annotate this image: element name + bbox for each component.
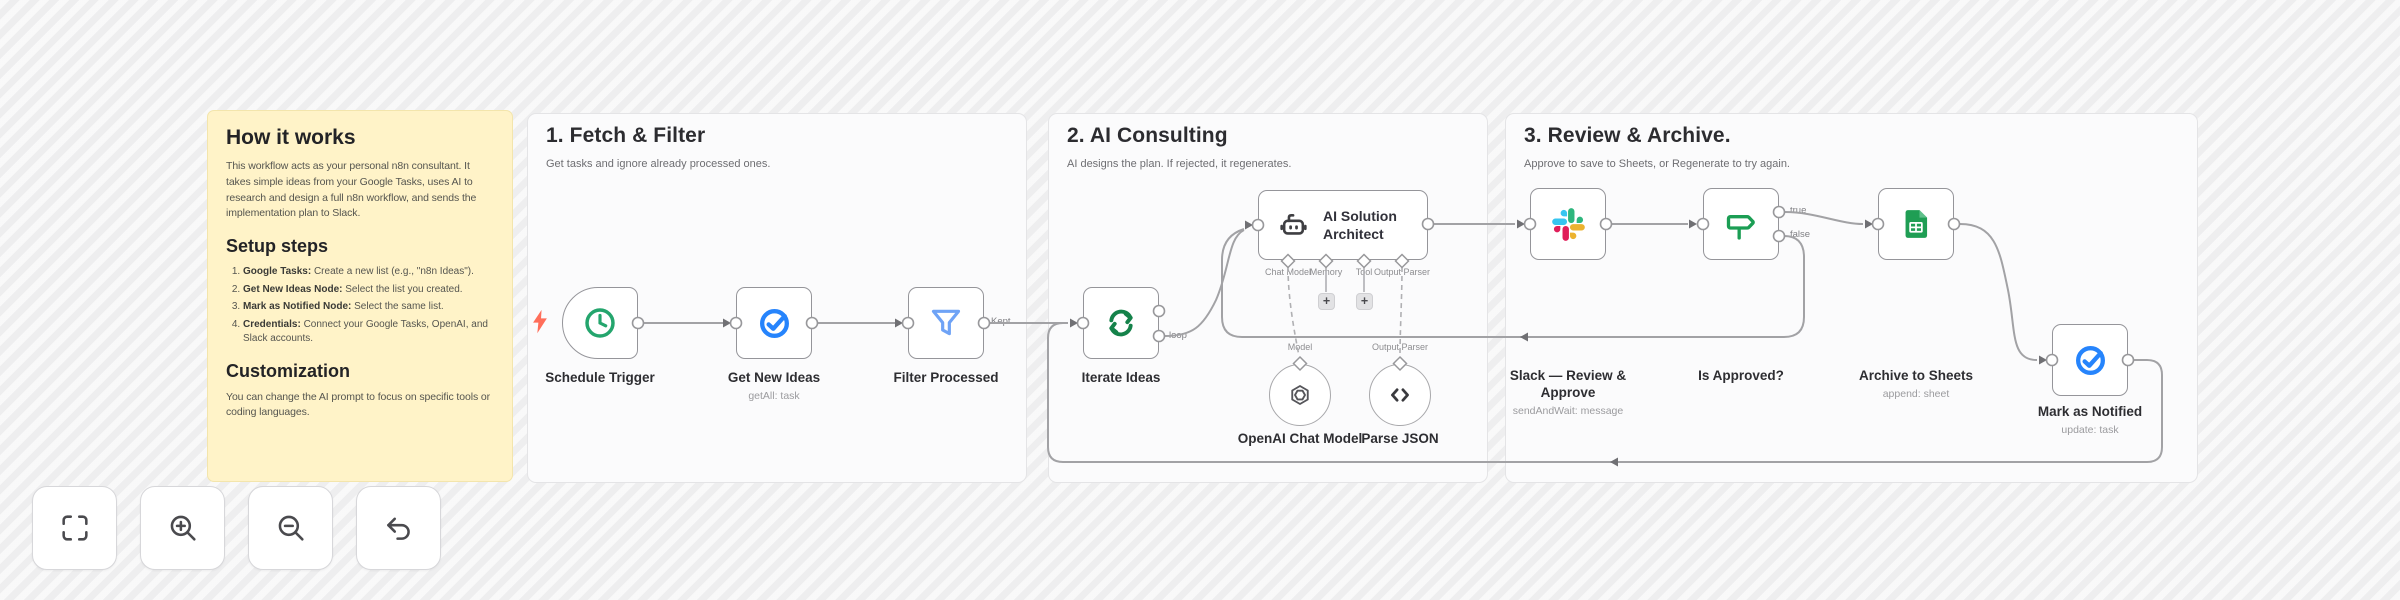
google-sheets-icon bbox=[1905, 210, 1928, 238]
edge-label-true: true bbox=[1790, 205, 1807, 216]
google-tasks-icon bbox=[2075, 345, 2105, 375]
sticky-title: How it works bbox=[226, 126, 356, 149]
setup-steps-list: Google Tasks: Create a new list (e.g., "… bbox=[226, 265, 494, 347]
sticky-how-body: This workflow acts as your personal n8n … bbox=[226, 160, 477, 220]
zoom-in-button[interactable] bbox=[140, 486, 225, 570]
node-label-parse-json: Parse JSON bbox=[1361, 431, 1439, 446]
node-label-filter-processed: Filter Processed bbox=[893, 370, 999, 385]
code-brackets-icon bbox=[1391, 388, 1409, 402]
add-tool-button[interactable]: + bbox=[1356, 293, 1373, 310]
reset-zoom-button[interactable] bbox=[356, 486, 441, 570]
loop-icon bbox=[1109, 309, 1133, 337]
fit-view-button[interactable] bbox=[32, 486, 117, 570]
google-tasks-icon bbox=[759, 308, 789, 338]
filter-icon bbox=[931, 309, 961, 336]
add-memory-button[interactable]: + bbox=[1318, 293, 1335, 310]
clock-icon bbox=[585, 308, 615, 338]
node-archive-to-sheets[interactable] bbox=[1878, 188, 1954, 260]
openai-icon bbox=[1291, 385, 1309, 405]
node-label-is-approved: Is Approved? bbox=[1698, 368, 1784, 383]
setup-step: Google Tasks: Create a new list (e.g., "… bbox=[243, 265, 494, 280]
slack-icon bbox=[1551, 207, 1585, 241]
robot-icon bbox=[1280, 213, 1307, 235]
section-title: 2. AI Consulting bbox=[1067, 124, 1228, 147]
node-parse-json[interactable] bbox=[1369, 364, 1431, 426]
edge-label-loop: loop bbox=[1169, 330, 1187, 341]
signpost-icon bbox=[1726, 215, 1755, 240]
sticky-custom-body: You can change the AI prompt to focus on… bbox=[226, 390, 491, 419]
port-label-output-parser-sub: Output Parser bbox=[1371, 342, 1429, 352]
edge-label-kept: Kept bbox=[991, 316, 1011, 327]
port-label-model: Model bbox=[1287, 342, 1313, 352]
undo-icon bbox=[386, 517, 410, 540]
node-ai-solution-architect[interactable]: AI Solution Architect bbox=[1258, 190, 1428, 260]
zoom-out-icon bbox=[278, 515, 304, 541]
zoom-out-button[interactable] bbox=[248, 486, 333, 570]
section-title: 1. Fetch & Filter bbox=[546, 124, 706, 147]
setup-step: Credentials: Connect your Google Tasks, … bbox=[243, 318, 494, 347]
node-get-new-ideas[interactable] bbox=[736, 287, 812, 359]
section-subtitle: Approve to save to Sheets, or Regenerate… bbox=[1524, 158, 1790, 170]
sticky-setup-title: Setup steps bbox=[226, 236, 329, 256]
node-slack-review-approve[interactable] bbox=[1530, 188, 1606, 260]
zoom-in-icon bbox=[170, 515, 196, 541]
node-openai-chat-model[interactable] bbox=[1269, 364, 1331, 426]
port-label-output-parser: Output Parser bbox=[1373, 267, 1431, 277]
node-is-approved[interactable] bbox=[1703, 188, 1779, 260]
node-iterate-ideas[interactable] bbox=[1083, 287, 1159, 359]
node-schedule-trigger[interactable] bbox=[562, 287, 638, 359]
node-label-schedule-trigger: Schedule Trigger bbox=[545, 370, 655, 385]
sticky-note[interactable]: How it works This workflow acts as your … bbox=[207, 110, 513, 482]
section-subtitle: AI designs the plan. If rejected, it reg… bbox=[1067, 158, 1292, 170]
section-title: 3. Review & Archive. bbox=[1524, 124, 1731, 147]
setup-step: Mark as Notified Node: Select the same l… bbox=[243, 300, 494, 315]
sticky-custom-title: Customization bbox=[226, 360, 350, 381]
edge-label-false: false bbox=[1790, 229, 1811, 240]
port-label-memory: Memory bbox=[1309, 267, 1343, 277]
node-label-iterate-ideas: Iterate Ideas bbox=[1081, 370, 1161, 385]
port-label-tool: Tool bbox=[1355, 267, 1373, 277]
section-subtitle: Get tasks and ignore already processed o… bbox=[546, 158, 771, 170]
node-mark-as-notified[interactable] bbox=[2052, 324, 2128, 396]
fit-view-icon bbox=[61, 515, 88, 541]
port-label-chat-model: Chat Model bbox=[1264, 267, 1312, 277]
execute-bolt-icon bbox=[533, 309, 547, 334]
setup-step: Get New Ideas Node: Select the list you … bbox=[243, 283, 494, 298]
node-label: AI Solution Architect bbox=[1323, 207, 1397, 242]
node-filter-processed[interactable] bbox=[908, 287, 984, 359]
